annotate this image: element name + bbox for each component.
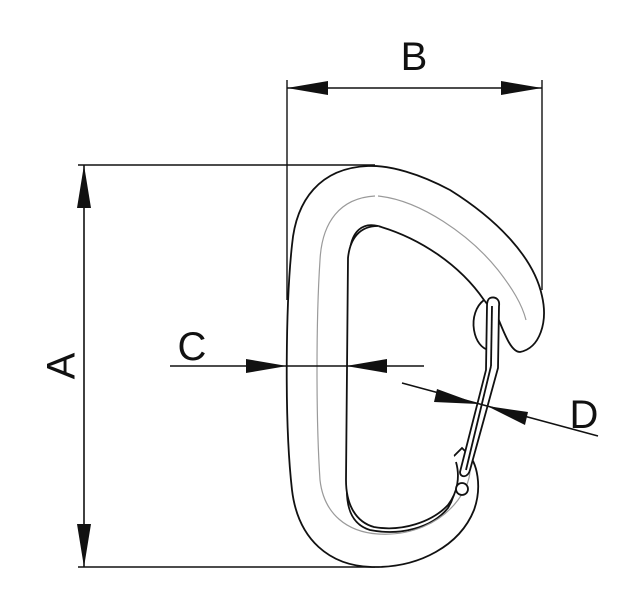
carabiner-frame-outline xyxy=(285,165,545,568)
carabiner-gate xyxy=(455,296,501,496)
carabiner-frame-highlight xyxy=(316,195,527,535)
gate-pivot-rivet xyxy=(455,482,469,496)
gate-wire-inner-lower xyxy=(465,365,492,471)
dimension-a-arrow-bottom xyxy=(77,524,91,567)
dimension-d-arrow-right xyxy=(487,406,528,425)
dimension-c-arrow-right xyxy=(346,359,387,373)
dimension-c-label: C xyxy=(178,325,207,369)
dimension-b-arrow-right xyxy=(501,81,542,95)
dimension-b: B xyxy=(287,35,542,95)
extension-lines xyxy=(78,80,543,568)
dimension-d-label: D xyxy=(570,393,599,437)
carabiner-nose-notch xyxy=(472,299,489,351)
dimension-d: D xyxy=(401,382,599,437)
carabiner xyxy=(285,165,545,568)
dimension-c-arrow-left xyxy=(246,359,287,373)
dimension-a: A xyxy=(40,165,91,567)
dimension-c: C xyxy=(170,325,424,373)
dimension-b-arrow-left xyxy=(287,81,328,95)
dimension-d-arrow-left xyxy=(434,389,478,404)
gate-wire-inner xyxy=(490,305,493,367)
gate-wire xyxy=(459,296,501,478)
dimension-a-arrow-top xyxy=(77,165,91,208)
carabiner-inner-window xyxy=(345,225,459,530)
dimension-b-label: B xyxy=(401,35,428,79)
dimension-a-label: A xyxy=(40,352,84,379)
